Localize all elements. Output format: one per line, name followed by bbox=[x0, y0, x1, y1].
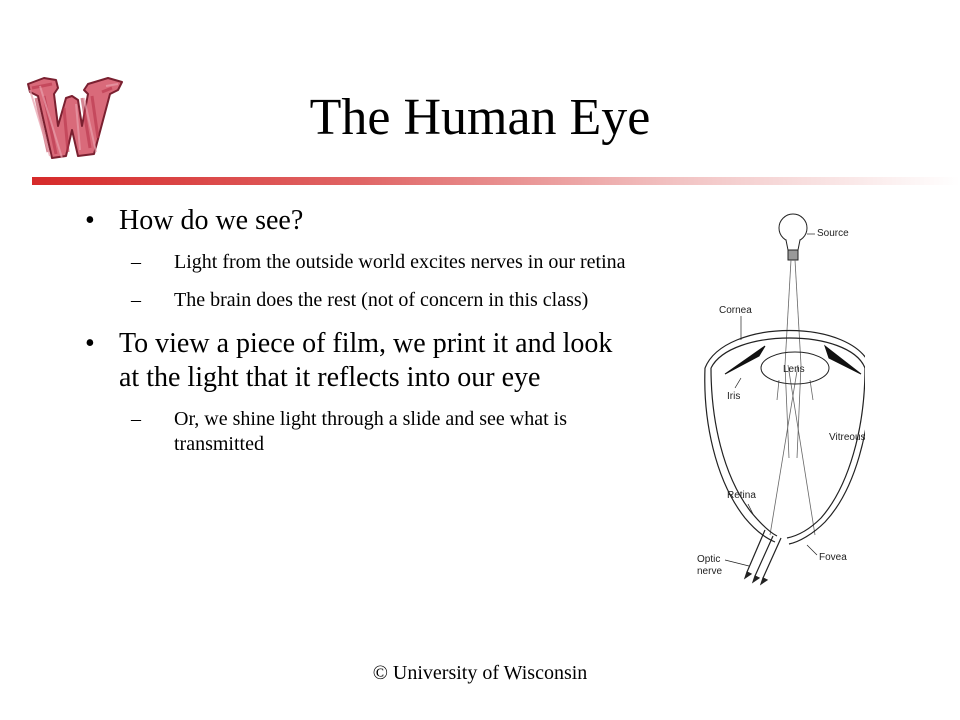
iris-right-wedge bbox=[824, 344, 862, 375]
label-retina: Retina bbox=[727, 490, 756, 501]
sub-text: The brain does the rest (not of concern … bbox=[174, 289, 589, 311]
logo-w-shape bbox=[27, 77, 123, 159]
slide-body: • How do we see? – Light from the outsid… bbox=[85, 196, 630, 470]
sub-list: – Light from the outside world excites n… bbox=[85, 250, 630, 313]
sub-dash: – bbox=[131, 289, 141, 311]
title-divider bbox=[32, 177, 960, 185]
sub-dash: – bbox=[131, 408, 141, 430]
eyeball-outline bbox=[704, 329, 865, 545]
sub-list: – Or, we shine light through a slide and… bbox=[85, 407, 630, 457]
label-iris: Iris bbox=[727, 391, 740, 402]
leader-lines bbox=[724, 233, 818, 567]
label-fovea: Fovea bbox=[819, 552, 847, 563]
sub-item: – The brain does the rest (not of concer… bbox=[131, 288, 630, 313]
label-cornea: Cornea bbox=[719, 305, 752, 316]
sub-text: Light from the outside world excites ner… bbox=[174, 251, 626, 273]
label-source: Source bbox=[817, 228, 849, 239]
sub-dash: – bbox=[131, 251, 141, 273]
bullet-text: How do we see? bbox=[119, 205, 304, 236]
eye-diagram: Source Cornea Lens Iris Vitreous Retina … bbox=[697, 213, 865, 586]
optic-nerve bbox=[743, 529, 782, 586]
bullet-text: To view a piece of film, we print it and… bbox=[119, 328, 613, 393]
sub-text: Or, we shine light through a slide and s… bbox=[174, 408, 568, 455]
label-optic-nerve-line1: Optic bbox=[697, 554, 720, 565]
university-w-logo bbox=[27, 77, 123, 159]
bullet-dot: • bbox=[85, 328, 95, 359]
label-vitreous: Vitreous bbox=[829, 432, 865, 443]
bullet-item: • How do we see? bbox=[85, 204, 630, 238]
label-optic-nerve-line2: nerve bbox=[697, 566, 722, 577]
light-bulb-icon bbox=[778, 213, 808, 261]
lens-shape bbox=[760, 351, 830, 385]
sub-item: – Light from the outside world excites n… bbox=[131, 250, 630, 275]
slide-footer: © University of Wisconsin bbox=[372, 662, 588, 684]
iris-left-wedge bbox=[724, 345, 766, 375]
slide-title: The Human Eye bbox=[309, 89, 651, 146]
label-lens: Lens bbox=[783, 364, 805, 375]
bullet-item: • To view a piece of film, we print it a… bbox=[85, 327, 630, 395]
sub-item: – Or, we shine light through a slide and… bbox=[131, 407, 630, 457]
bullet-dot: • bbox=[85, 205, 95, 236]
light-rays bbox=[769, 259, 816, 536]
